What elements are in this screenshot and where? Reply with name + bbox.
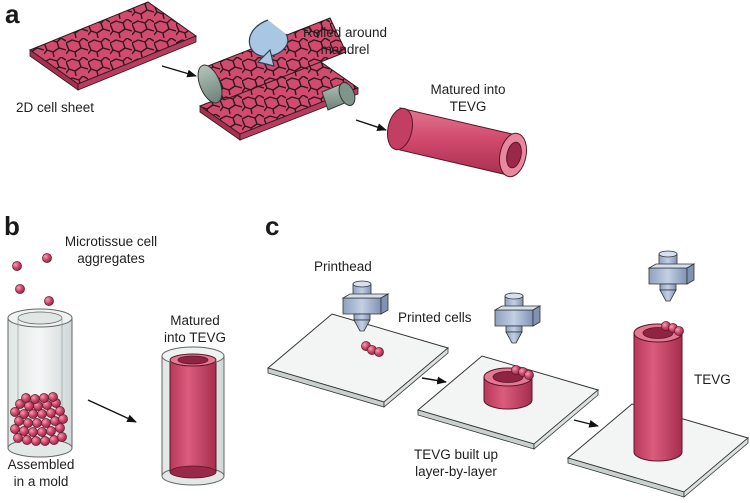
arrow-icon xyxy=(573,419,599,428)
aggregates-label: Microtissue cell aggregates xyxy=(46,233,176,267)
aggregates-line-1: Microtissue cell xyxy=(64,234,158,249)
partial-tevg-ring xyxy=(483,365,534,410)
rolled-around-label: Rolled around mandrel xyxy=(290,24,400,58)
arrow-icon xyxy=(161,65,197,78)
panel-b-artwork xyxy=(7,253,225,486)
matured-tevg-line-1: Matured into xyxy=(430,82,506,97)
rolling-sheet xyxy=(197,17,360,141)
panel-label-b: b xyxy=(4,211,20,241)
tevg-label: TEVG xyxy=(694,372,731,387)
matured-tevg-label: Matured into TEVG xyxy=(418,81,518,115)
arrow-icon xyxy=(87,399,137,423)
matured-into-tevg-line-2: into TEVG xyxy=(163,330,227,345)
matured-into-tevg-label: Matured into TEVG xyxy=(150,312,240,346)
assembled-mold-line-2: in a mold xyxy=(13,474,69,489)
cell-sheet xyxy=(28,1,198,91)
mold-with-tevg xyxy=(161,346,225,486)
rolled-around-line-2: mandrel xyxy=(320,42,370,57)
assembled-mold-line-1: Assembled xyxy=(7,457,75,472)
arrow-icon xyxy=(421,376,447,385)
mold-with-aggregates xyxy=(7,308,73,458)
assembled-mold-label: Assembled in a mold xyxy=(0,456,86,490)
aggregate-ball xyxy=(15,284,25,294)
panel-c-artwork xyxy=(266,250,750,498)
matured-into-tevg-line-1: Matured xyxy=(170,313,220,328)
panel-a-artwork xyxy=(28,1,528,178)
panel-label-a: a xyxy=(5,0,20,29)
layer-by-layer-line-1: TEVG built up xyxy=(413,447,499,462)
printhead xyxy=(494,292,541,344)
aggregate-ball xyxy=(12,261,22,271)
printed-tevg-column xyxy=(633,321,684,462)
rolled-around-line-1: Rolled around xyxy=(302,25,388,40)
matured-tevg-line-2: TEVG xyxy=(449,99,487,114)
matured-tevg-tube xyxy=(386,107,528,178)
aggregate-ball xyxy=(44,296,54,306)
printhead xyxy=(648,250,695,302)
layer-by-layer-label: TEVG built up layer-by-layer xyxy=(406,446,506,480)
printhead-label: Printhead xyxy=(314,259,372,274)
aggregates-line-2: aggregates xyxy=(77,251,145,266)
printed-cells-label: Printed cells xyxy=(398,310,472,325)
printed-cell xyxy=(374,347,384,357)
panel-label-c: c xyxy=(265,211,280,241)
cell-sheet-label: 2D cell sheet xyxy=(16,100,95,115)
build-plate xyxy=(266,313,450,408)
arrow-icon xyxy=(355,119,387,131)
layer-by-layer-line-2: layer-by-layer xyxy=(415,464,497,479)
